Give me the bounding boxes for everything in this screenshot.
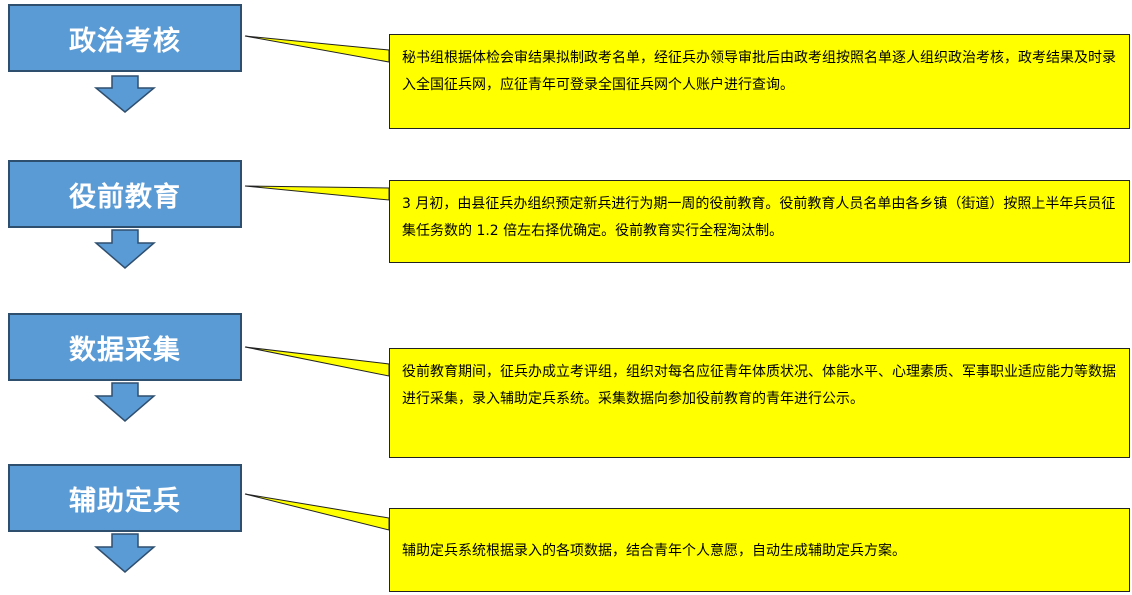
step-title: 数据采集 [69,334,181,366]
down-arrow-1 [93,75,157,113]
step-box-political-review: 政治考核 [8,4,242,72]
note-text: 役前教育期间，征兵办成立考评组，组织对每名应征青年体质状况、体能水平、心理素质、… [402,364,1116,407]
down-arrow-4 [93,533,157,573]
step-title: 役前教育 [69,181,181,213]
callout-pointer-2 [244,185,390,201]
down-arrow-3 [93,382,157,422]
callout-pointer-3 [244,346,390,377]
note-text: 辅助定兵系统根据录入的各项数据，结合青年个人意愿，自动生成辅助定兵方案。 [402,542,906,559]
step-title: 辅助定兵 [69,485,181,517]
step-box-pre-service-education: 役前教育 [8,160,242,228]
callout-pointer-1 [244,35,390,63]
note-box-data-collection: 役前教育期间，征兵办成立考评组，组织对每名应征青年体质状况、体能水平、心理素质、… [389,348,1130,458]
step-title: 政治考核 [69,25,181,57]
step-box-data-collection: 数据采集 [8,313,242,381]
note-box-political-review: 秘书组根据体检会审结果拟制政考名单，经征兵办领导审批后由政考组按照名单逐人组织政… [389,34,1130,129]
down-arrow-2 [93,229,157,269]
note-box-assisted-selection: 辅助定兵系统根据录入的各项数据，结合青年个人意愿，自动生成辅助定兵方案。 [389,508,1130,592]
note-text: 3 月初，由县征兵办组织预定新兵进行为期一周的役前教育。役前教育人员名单由各乡镇… [402,196,1116,239]
step-box-assisted-selection: 辅助定兵 [8,464,242,532]
note-box-pre-service-education: 3 月初，由县征兵办组织预定新兵进行为期一周的役前教育。役前教育人员名单由各乡镇… [389,180,1130,263]
callout-pointer-4 [244,493,390,531]
note-text: 秘书组根据体检会审结果拟制政考名单，经征兵办领导审批后由政考组按照名单逐人组织政… [402,50,1116,93]
